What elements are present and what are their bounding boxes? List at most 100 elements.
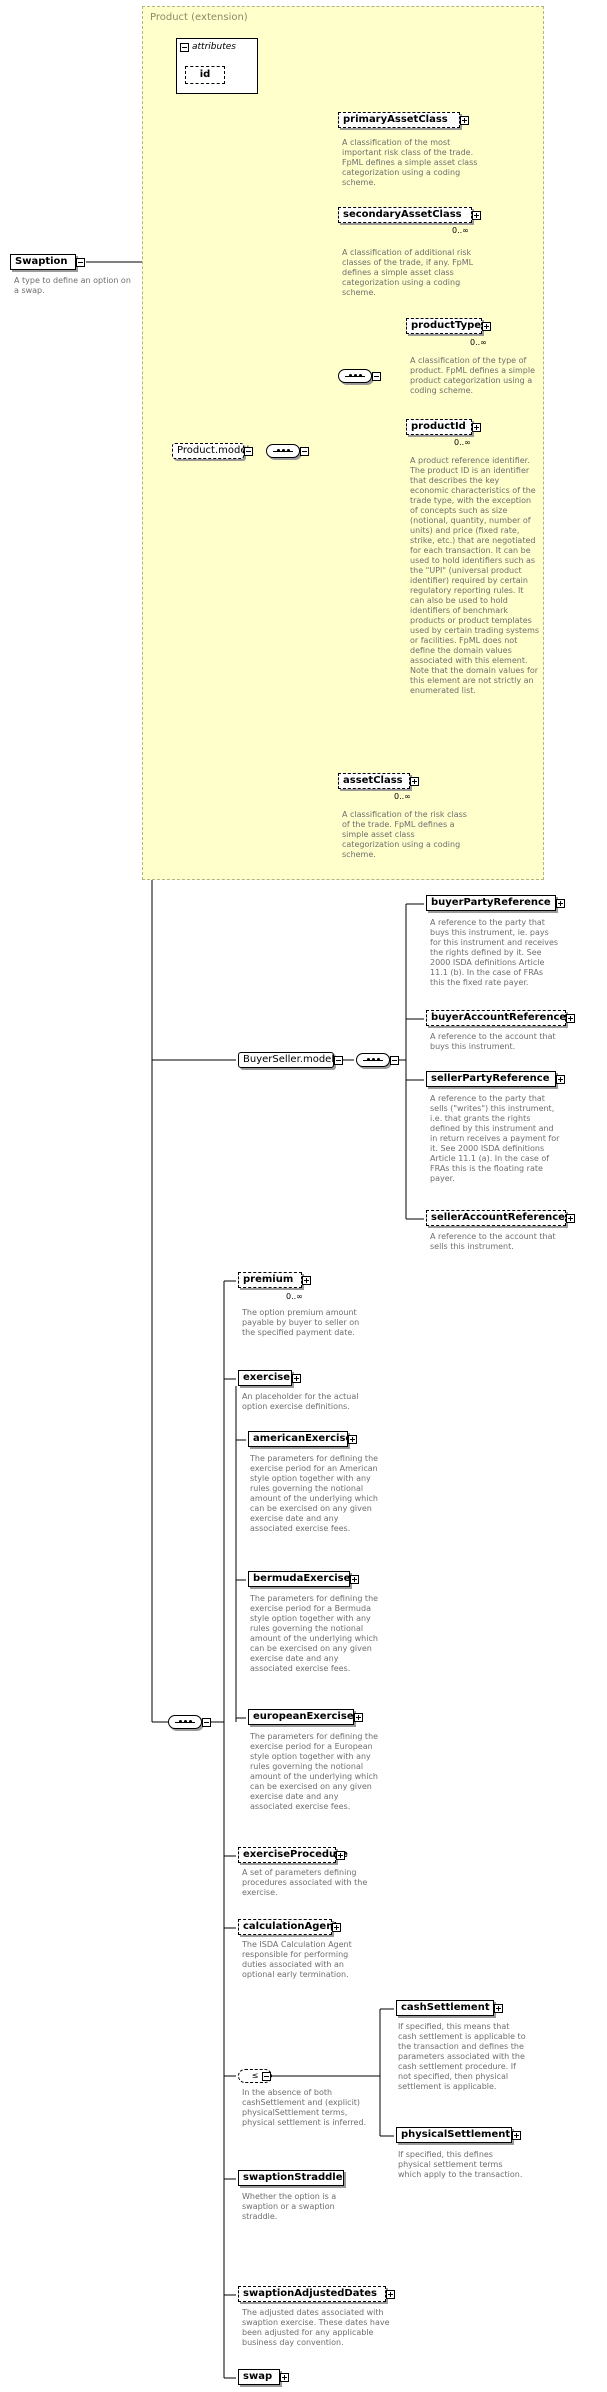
buyer-party-reference-node[interactable]: buyerPartyReference [426,895,556,911]
expand-icon[interactable] [350,1575,359,1584]
swap-label: swap [243,2371,273,2382]
expand-icon[interactable] [494,2004,503,2013]
swaption-straddle-node[interactable]: swaptionStraddle [238,2170,344,2186]
swaption-adjusted-dates-label: swaptionAdjustedDates [243,2288,377,2299]
attribute-id[interactable]: id [185,66,225,84]
physical-settlement-description: If specified, this defines physical sett… [398,2150,523,2179]
buyer-party-reference-description: A reference to the party that buys this … [430,918,559,987]
product-model-node[interactable]: Product.model [172,443,249,459]
seller-account-reference-label: sellerAccountReference [431,1212,565,1223]
seller-account-reference-description: A reference to the account that sells th… [430,1232,556,1251]
expand-icon[interactable] [332,1923,341,1932]
calculation-agent-label: calculationAgent [243,1921,339,1932]
exercise-procedure-node[interactable]: exerciseProcedure [238,1847,348,1863]
bermuda-exercise-description: The parameters for defining the exercise… [250,1594,379,1673]
primary-asset-class-node[interactable]: primaryAssetClass [338,112,460,128]
expand-icon[interactable] [410,777,419,786]
swaption-adjusted-dates-node[interactable]: swaptionAdjustedDates [238,2286,386,2302]
seller-party-reference-node[interactable]: sellerPartyReference [426,1071,556,1087]
expand-icon[interactable] [348,1435,357,1444]
swaption-root-node[interactable]: Swaption [10,254,76,270]
swaption-straddle-label: swaptionStraddle [243,2172,343,2183]
expand-icon[interactable] [556,899,565,908]
swaption-description: A type to define an option on a swap. [14,276,131,295]
premium-node[interactable]: premium [238,1272,302,1288]
collapse-icon[interactable] [300,447,309,456]
secondary-asset-class-node[interactable]: secondaryAssetClass [338,207,472,223]
expand-icon[interactable] [292,1374,301,1383]
exercise-procedure-label: exerciseProcedure [243,1849,348,1860]
expand-icon[interactable] [482,322,491,331]
collapse-icon[interactable] [262,2072,271,2081]
european-exercise-node[interactable]: europeanExercise [248,1709,354,1725]
collapse-icon[interactable] [372,372,381,381]
american-exercise-description: The parameters for defining the exercise… [250,1454,379,1533]
sequence-icon [168,1715,202,1729]
premium-description: The option premium amount payable by buy… [242,1308,360,1337]
expand-icon[interactable] [386,2290,395,2299]
swap-node[interactable]: swap [238,2369,280,2385]
secondary-asset-class-cardinality: 0..∞ [452,226,469,235]
buyer-account-reference-node[interactable]: buyerAccountReference [426,1010,566,1026]
swaption-adjusted-dates-description: The adjusted dates associated with swapt… [242,2308,390,2347]
expand-icon[interactable] [566,1214,575,1223]
expand-icon[interactable] [472,423,481,432]
secondary-asset-class-label: secondaryAssetClass [343,209,462,220]
product-id-node[interactable]: productId [406,419,472,435]
expand-icon[interactable] [302,1276,311,1285]
seller-party-reference-label: sellerPartyReference [431,1073,550,1084]
swaption-root-label: Swaption [15,256,68,267]
american-exercise-label: americanExercise [253,1433,353,1444]
seller-party-reference-description: A reference to the party that sells ("wr… [430,1094,560,1183]
buyer-seller-model-label: BuyerSeller.model [243,1054,335,1065]
physical-settlement-label: physicalSettlement [401,2129,511,2140]
asset-class-label: assetClass [343,775,403,786]
buyer-seller-model-node[interactable]: BuyerSeller.model [238,1052,334,1068]
expand-icon[interactable] [512,2131,521,2140]
expand-icon[interactable] [460,116,469,125]
european-exercise-label: europeanExercise [253,1711,354,1722]
sequence-icon [356,1053,390,1067]
calculation-agent-node[interactable]: calculationAgent [238,1919,338,1935]
physical-settlement-node[interactable]: physicalSettlement [396,2127,512,2143]
collapse-icon[interactable] [390,1056,399,1065]
american-exercise-node[interactable]: americanExercise [248,1431,352,1447]
calculation-agent-description: The ISDA Calculation Agent responsible f… [242,1940,352,1979]
expand-icon[interactable] [336,1851,345,1860]
expand-icon[interactable] [472,211,481,220]
product-extension-label: Product (extension) [150,12,248,23]
expand-icon[interactable] [280,2373,289,2382]
collapse-icon[interactable] [76,258,85,267]
product-type-node[interactable]: productType [406,318,482,334]
exercise-node[interactable]: exercise [238,1370,292,1386]
collapse-icon[interactable] [180,43,189,52]
cash-settlement-description: If specified, this means that cash settl… [398,2022,526,2091]
buyer-account-reference-description: A reference to the account that buys thi… [430,1032,556,1051]
product-type-description: A classification of the type of product.… [410,356,536,395]
settlement-choice-description: In the absence of both cashSettlement an… [242,2088,367,2127]
bermuda-exercise-label: bermudaExercise [253,1573,351,1584]
premium-cardinality: 0..∞ [286,1292,303,1301]
asset-class-cardinality: 0..∞ [394,792,411,801]
cash-settlement-node[interactable]: cashSettlement [396,2000,494,2016]
asset-class-node[interactable]: assetClass [338,773,410,789]
premium-label: premium [243,1274,294,1285]
collapse-icon[interactable] [244,447,253,456]
exercise-description: An placeholder for the actual option exe… [242,1392,359,1411]
seller-account-reference-node[interactable]: sellerAccountReference [426,1210,566,1226]
product-type-label: productType [411,320,482,331]
sequence-icon [338,369,372,383]
attributes-title: attributes [192,42,236,52]
primary-asset-class-description: A classification of the most important r… [342,138,478,187]
collapse-icon[interactable] [334,1056,343,1065]
expand-icon[interactable] [556,1075,565,1084]
expand-icon[interactable] [566,1014,575,1023]
swaption-straddle-description: Whether the option is a swaption or a sw… [242,2192,337,2221]
primary-asset-class-label: primaryAssetClass [343,114,448,125]
secondary-asset-class-description: A classification of additional risk clas… [342,248,474,297]
collapse-icon[interactable] [202,1718,211,1727]
bermuda-exercise-node[interactable]: bermudaExercise [248,1571,350,1587]
product-id-description: A product reference identifier. The prod… [410,456,540,695]
expand-icon[interactable] [354,1713,363,1722]
